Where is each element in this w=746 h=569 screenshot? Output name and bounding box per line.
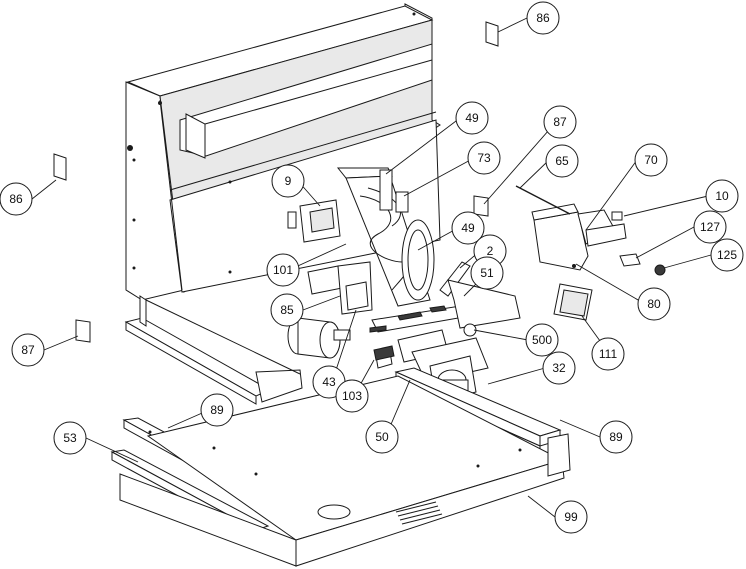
svg-text:2: 2 <box>487 244 494 258</box>
plate-87-right <box>473 195 489 217</box>
callout-89-right: 89 <box>599 420 633 454</box>
control-box <box>515 185 666 321</box>
callout-9: 9 <box>271 164 305 198</box>
svg-text:50: 50 <box>375 430 389 444</box>
callout-49-lower: 49 <box>451 211 485 245</box>
svg-text:86: 86 <box>9 192 23 206</box>
callout-101: 101 <box>266 253 300 287</box>
callout-73: 73 <box>467 141 501 175</box>
callout-53: 53 <box>53 421 87 455</box>
svg-text:125: 125 <box>717 248 737 262</box>
svg-text:127: 127 <box>700 220 720 234</box>
callout-99: 99 <box>554 500 588 534</box>
loose-plates <box>53 21 499 361</box>
callout-50: 50 <box>365 420 399 454</box>
callout-127: 127 <box>693 210 727 244</box>
callout-103: 103 <box>335 379 369 413</box>
svg-text:73: 73 <box>477 151 491 165</box>
svg-text:103: 103 <box>342 389 362 403</box>
plate-86-left <box>53 153 67 181</box>
svg-text:85: 85 <box>280 303 294 317</box>
svg-text:49: 49 <box>461 221 475 235</box>
svg-text:70: 70 <box>644 153 658 167</box>
callout-86-top: 86 <box>526 1 560 35</box>
svg-text:89: 89 <box>210 403 224 417</box>
svg-text:101: 101 <box>273 263 293 277</box>
base-tray <box>119 375 571 567</box>
svg-text:10: 10 <box>715 189 729 203</box>
gear-motor <box>287 317 351 359</box>
plate-86-top <box>485 21 499 47</box>
svg-text:32: 32 <box>552 361 566 375</box>
svg-text:51: 51 <box>480 266 494 280</box>
callout-32: 32 <box>542 351 576 385</box>
svg-text:111: 111 <box>599 347 618 361</box>
left-base-rail <box>124 295 303 405</box>
svg-text:53: 53 <box>63 431 77 445</box>
callout-500: 500 <box>525 323 559 357</box>
callout-87-right: 87 <box>543 105 577 139</box>
callout-51: 51 <box>470 256 504 290</box>
svg-text:80: 80 <box>647 297 661 311</box>
motor-bracket <box>287 199 373 315</box>
plate-87-left <box>75 319 91 343</box>
auger-assembly <box>336 167 435 307</box>
callout-111: 111 <box>591 337 625 371</box>
callout-10: 10 <box>705 179 739 213</box>
svg-text:86: 86 <box>536 11 550 25</box>
callout-65: 65 <box>545 144 579 178</box>
callout-70: 70 <box>634 143 668 177</box>
callout-89-left: 89 <box>200 393 234 427</box>
callout-49-upper: 49 <box>455 101 489 135</box>
callout-87-left: 87 <box>11 333 45 367</box>
callout-86-left: 86 <box>0 182 33 216</box>
svg-text:43: 43 <box>322 375 336 389</box>
callout-85: 85 <box>270 293 304 327</box>
guide-plates <box>369 261 521 333</box>
svg-text:65: 65 <box>555 154 569 168</box>
svg-text:99: 99 <box>564 510 578 524</box>
svg-text:89: 89 <box>609 430 623 444</box>
callout-80: 80 <box>637 287 671 321</box>
callouts: 86 86 87 87 49 73 65 70 <box>0 1 744 534</box>
svg-text:500: 500 <box>532 333 552 347</box>
callout-125: 125 <box>710 238 744 272</box>
tray-vents <box>395 501 443 525</box>
svg-text:87: 87 <box>21 343 35 357</box>
svg-text:9: 9 <box>285 174 292 188</box>
svg-text:49: 49 <box>465 111 479 125</box>
svg-text:87: 87 <box>553 115 567 129</box>
